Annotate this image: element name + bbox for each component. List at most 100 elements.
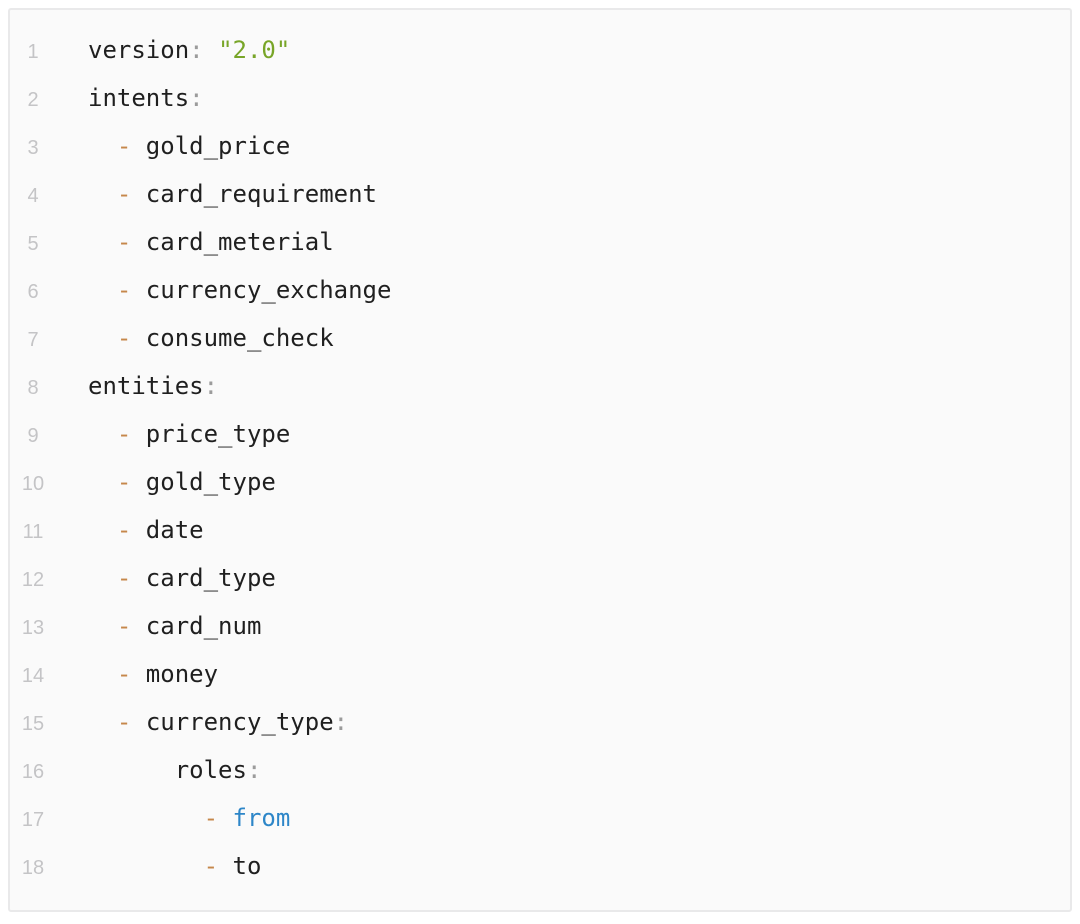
code-line: 8 entities: xyxy=(10,362,1070,410)
token-plain: date xyxy=(131,516,204,544)
line-number: 14 xyxy=(21,665,45,687)
code-text: - gold_price xyxy=(88,122,290,170)
code-line: 6 - currency_exchange xyxy=(10,266,1070,314)
line-number: 7 xyxy=(27,329,39,351)
token-punct: : xyxy=(333,708,349,736)
token-plain xyxy=(88,324,117,352)
code-line: 10 - gold_type xyxy=(10,458,1070,506)
line-number: 13 xyxy=(21,617,45,639)
code-text: - date xyxy=(88,506,204,554)
token-dash: - xyxy=(116,468,132,496)
code-line: 7 - consume_check xyxy=(10,314,1070,362)
token-plain: gold_price xyxy=(131,132,291,160)
token-plain xyxy=(88,132,117,160)
code-text: - card_type xyxy=(88,554,276,602)
code-text: entities: xyxy=(88,362,218,410)
line-number: 10 xyxy=(21,473,45,495)
code-text: roles: xyxy=(88,746,262,794)
code-line: 9 - price_type xyxy=(10,410,1070,458)
line-number: 1 xyxy=(27,41,39,63)
token-punct: : xyxy=(189,84,204,112)
code-text: - money xyxy=(88,650,218,698)
token-dash: - xyxy=(116,324,132,352)
code-line: 11 - date xyxy=(10,506,1070,554)
token-plain xyxy=(88,276,117,304)
token-plain xyxy=(88,180,117,208)
token-plain: gold_type xyxy=(131,468,276,496)
code-text: - currency_type: xyxy=(88,698,348,746)
code-line: 17 - from xyxy=(10,794,1070,842)
token-plain: card_num xyxy=(131,612,262,640)
line-number: 16 xyxy=(21,761,45,783)
token-dash: - xyxy=(116,516,132,544)
code-text: - card_meterial xyxy=(88,218,334,266)
code-line: 4 - card_requirement xyxy=(10,170,1070,218)
token-plain xyxy=(218,804,232,832)
code-line: 14 - money xyxy=(10,650,1070,698)
line-number: 17 xyxy=(21,809,45,831)
token-plain xyxy=(88,756,175,784)
token-plain xyxy=(88,420,117,448)
token-plain xyxy=(88,612,117,640)
token-plain xyxy=(88,564,117,592)
code-line: 5 - card_meterial xyxy=(10,218,1070,266)
token-dash: - xyxy=(203,804,219,832)
code-text: - card_num xyxy=(88,602,262,650)
token-plain xyxy=(88,468,117,496)
line-number: 2 xyxy=(27,89,39,111)
line-number: 15 xyxy=(21,713,45,735)
token-key: currency_type xyxy=(145,708,334,736)
code-text: - consume_check xyxy=(88,314,334,362)
line-number: 9 xyxy=(27,425,39,447)
token-punct: : xyxy=(189,36,204,64)
code-text: - to xyxy=(88,842,262,890)
code-line: 3 - gold_price xyxy=(10,122,1070,170)
token-dash: - xyxy=(116,612,132,640)
token-plain: consume_check xyxy=(131,324,334,352)
token-key: entities xyxy=(88,372,204,400)
code-text: version: "2.0" xyxy=(88,26,290,74)
token-dash: - xyxy=(203,852,219,880)
token-plain: to xyxy=(218,852,262,880)
token-plain xyxy=(88,660,117,688)
token-punct: : xyxy=(246,756,262,784)
code-line: 13 - card_num xyxy=(10,602,1070,650)
token-dash: - xyxy=(116,420,132,448)
token-dash: - xyxy=(116,564,132,592)
token-key: version xyxy=(88,36,190,64)
token-dash: - xyxy=(116,660,132,688)
line-number: 5 xyxy=(27,233,39,255)
code-line: 16 roles: xyxy=(10,746,1070,794)
token-plain: card_meterial xyxy=(131,228,334,256)
token-plain xyxy=(88,708,117,736)
line-number: 6 xyxy=(27,281,39,303)
token-plain xyxy=(88,228,117,256)
line-number: 8 xyxy=(27,377,39,399)
token-dash: - xyxy=(116,276,132,304)
line-number: 3 xyxy=(27,137,39,159)
code-line: 15 - currency_type: xyxy=(10,698,1070,746)
token-plain: card_type xyxy=(131,564,276,592)
code-line: 18 - to xyxy=(10,842,1070,890)
line-number: 11 xyxy=(22,521,44,543)
token-plain xyxy=(88,852,204,880)
token-plain xyxy=(88,516,117,544)
code-line: 12 - card_type xyxy=(10,554,1070,602)
token-keyword: from xyxy=(232,804,291,832)
token-plain: money xyxy=(131,660,219,688)
token-dash: - xyxy=(116,708,132,736)
code-text: - card_requirement xyxy=(88,170,377,218)
token-plain: price_type xyxy=(131,420,291,448)
token-dash: - xyxy=(116,228,132,256)
code-text: - from xyxy=(88,794,291,842)
token-punct: : xyxy=(203,372,219,400)
token-plain xyxy=(204,36,218,64)
token-plain: card_requirement xyxy=(131,180,377,208)
code-text: - gold_type xyxy=(88,458,276,506)
code-text: - price_type xyxy=(88,410,290,458)
line-number: 12 xyxy=(21,569,45,591)
